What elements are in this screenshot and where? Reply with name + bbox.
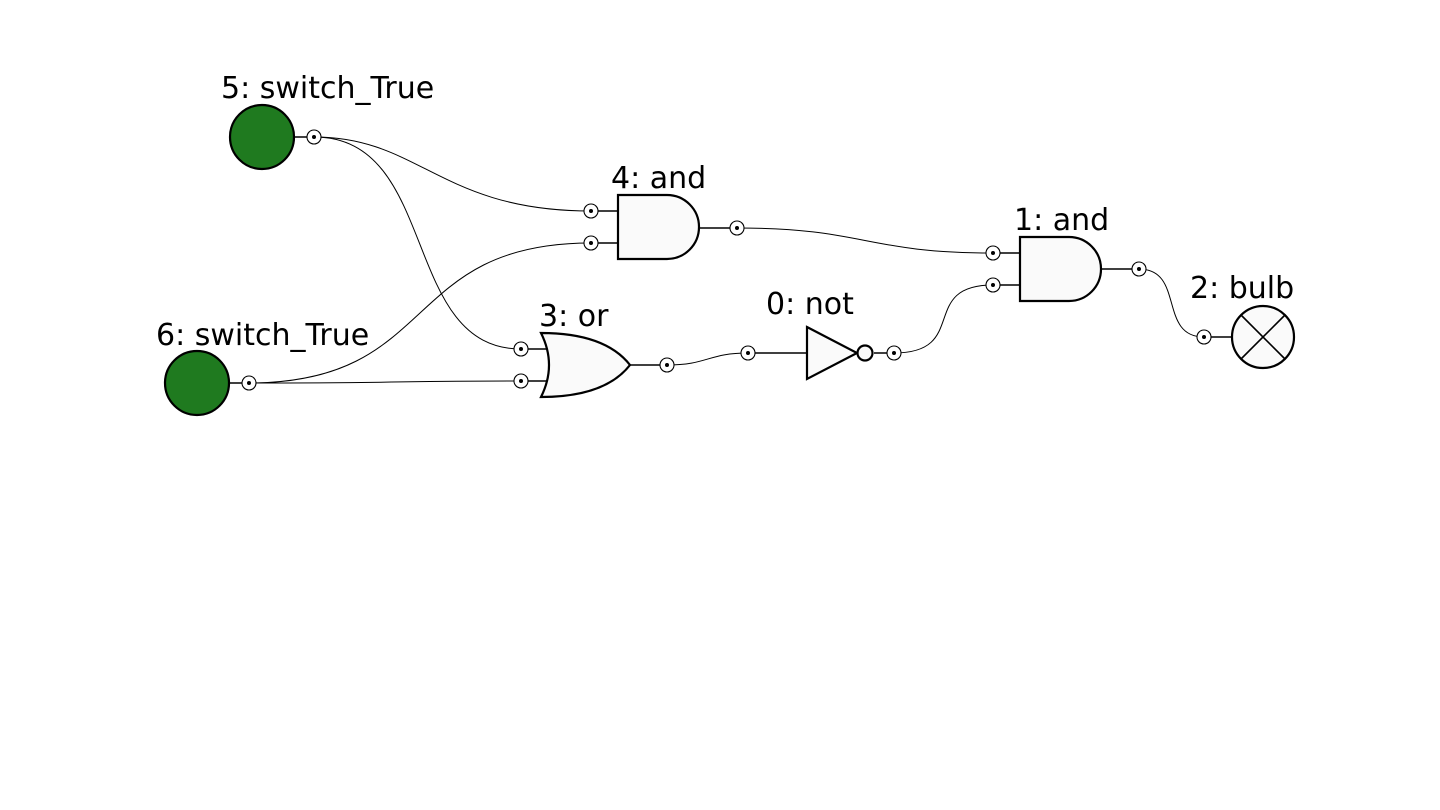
switch-5[interactable]: 5: switch_True — [221, 71, 434, 171]
not-gate-0-input-pin[interactable] — [740, 345, 756, 361]
or-gate-3-input-pin-a[interactable] — [513, 341, 529, 357]
switch-5-label: 5: switch_True — [221, 71, 434, 106]
and-gate-4-body[interactable] — [616, 193, 701, 261]
or-gate-3-input-pin-b[interactable] — [513, 373, 529, 389]
switch-5-output-pin[interactable] — [306, 129, 322, 145]
not-gate-0-inversion-bubble — [856, 344, 874, 362]
and-gate-1[interactable]: 1: and — [985, 203, 1147, 303]
or-gate-3-label: 3: or — [539, 299, 609, 334]
not-gate-0-output-pin[interactable] — [886, 345, 902, 361]
or-gate-3[interactable]: 3: or — [513, 299, 675, 399]
wire-4-to-1 — [736, 227, 994, 254]
switch-6-output-pin[interactable] — [241, 375, 257, 391]
wire-5-to-3 — [313, 136, 522, 350]
bulb-2-cross-b — [1240, 314, 1286, 360]
wire-3-to-0 — [666, 352, 749, 366]
bulb-2-label: 2: bulb — [1190, 271, 1294, 306]
switch-6-label: 6: switch_True — [156, 318, 369, 353]
and-gate-4-output-pin[interactable] — [729, 220, 745, 236]
wire-6-to-3 — [248, 380, 522, 384]
bulb-2[interactable]: 2: bulb — [1190, 271, 1296, 370]
wire-0-to-1 — [893, 284, 994, 354]
and-gate-1-label: 1: and — [1014, 203, 1109, 238]
wires — [248, 136, 1205, 384]
not-gate-0-label: 0: not — [766, 287, 854, 322]
wire-6-to-4 — [248, 242, 592, 384]
and-gate-1-input-pin-a[interactable] — [985, 245, 1001, 261]
and-gate-4-label: 4: and — [611, 161, 706, 196]
not-gate-0[interactable]: 0: not — [740, 287, 902, 381]
switch-6-indicator[interactable] — [163, 349, 231, 417]
and-gate-1-output-pin[interactable] — [1131, 261, 1147, 277]
not-gate-0-body[interactable] — [805, 325, 860, 381]
bulb-2-input-pin[interactable] — [1196, 329, 1212, 345]
and-gate-1-input-pin-b[interactable] — [985, 277, 1001, 293]
switch-5-indicator[interactable] — [228, 103, 296, 171]
or-gate-3-output-pin[interactable] — [659, 357, 675, 373]
wire-5-to-4 — [313, 136, 592, 212]
and-gate-4-input-pin-a[interactable] — [583, 203, 599, 219]
and-gate-1-body[interactable] — [1018, 235, 1103, 303]
switch-6[interactable]: 6: switch_True — [156, 318, 369, 417]
and-gate-4[interactable]: 4: and — [583, 161, 745, 261]
and-gate-4-input-pin-b[interactable] — [583, 235, 599, 251]
wire-1-to-2 — [1138, 268, 1205, 338]
or-gate-3-body[interactable] — [539, 331, 632, 399]
